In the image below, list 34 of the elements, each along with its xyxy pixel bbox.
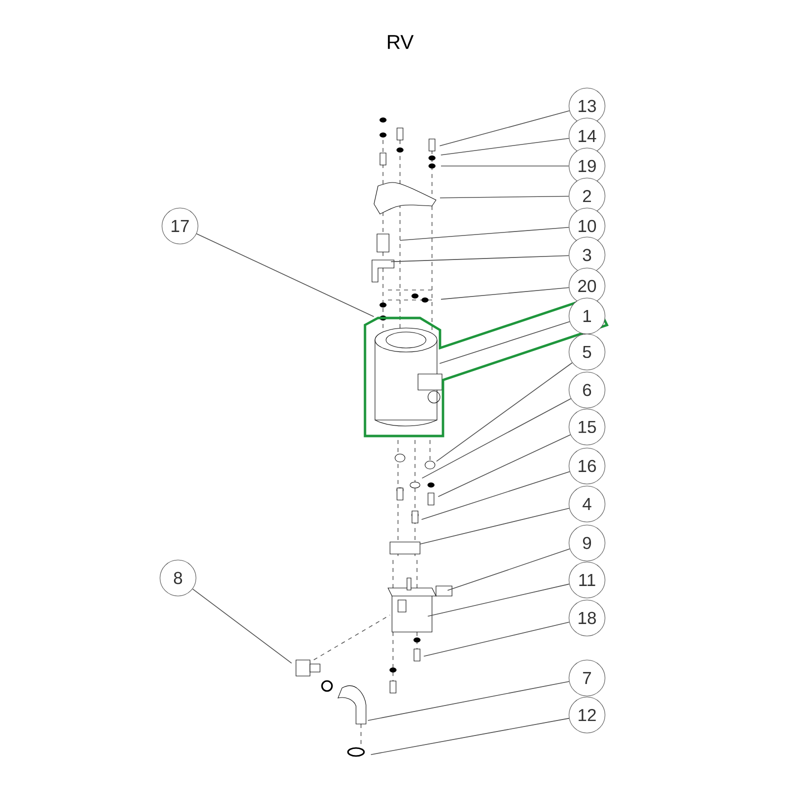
callout-number: 12: [568, 696, 606, 734]
leader-line: [447, 548, 570, 591]
leader-line: [438, 434, 571, 497]
title: RV: [388, 35, 414, 49]
leader-line: [419, 508, 570, 544]
leader-line: [439, 110, 570, 146]
leader-line: [370, 718, 570, 755]
leader-line: [422, 398, 572, 479]
callout-number: 16: [568, 448, 606, 484]
leader-line: [440, 196, 570, 198]
callout-number: 11: [568, 562, 606, 598]
leader-line: [436, 362, 573, 462]
callout-number: 3: [568, 236, 606, 274]
leader-line: [440, 138, 570, 156]
leader-line: [421, 471, 570, 520]
leader-line: [192, 588, 292, 664]
leader-line: [390, 255, 570, 262]
leader-line: [427, 584, 570, 617]
callout-number: 17: [162, 208, 198, 244]
leader-line: [368, 681, 570, 721]
callout-number: 9: [568, 524, 606, 562]
callout-number: 18: [568, 600, 606, 636]
callout-number: 5: [568, 334, 606, 370]
leader-line: [196, 233, 374, 317]
callout-number: 4: [568, 486, 606, 522]
leader-line: [440, 287, 570, 300]
callout-number: 1: [568, 298, 606, 334]
callout-number: 15: [568, 408, 606, 446]
leader-line: [400, 227, 570, 241]
callout-number: 7: [568, 660, 606, 696]
leader-line: [439, 321, 570, 364]
leader-line: [423, 622, 570, 657]
callout-number: 6: [568, 372, 606, 408]
callout-number: 8: [160, 560, 196, 596]
